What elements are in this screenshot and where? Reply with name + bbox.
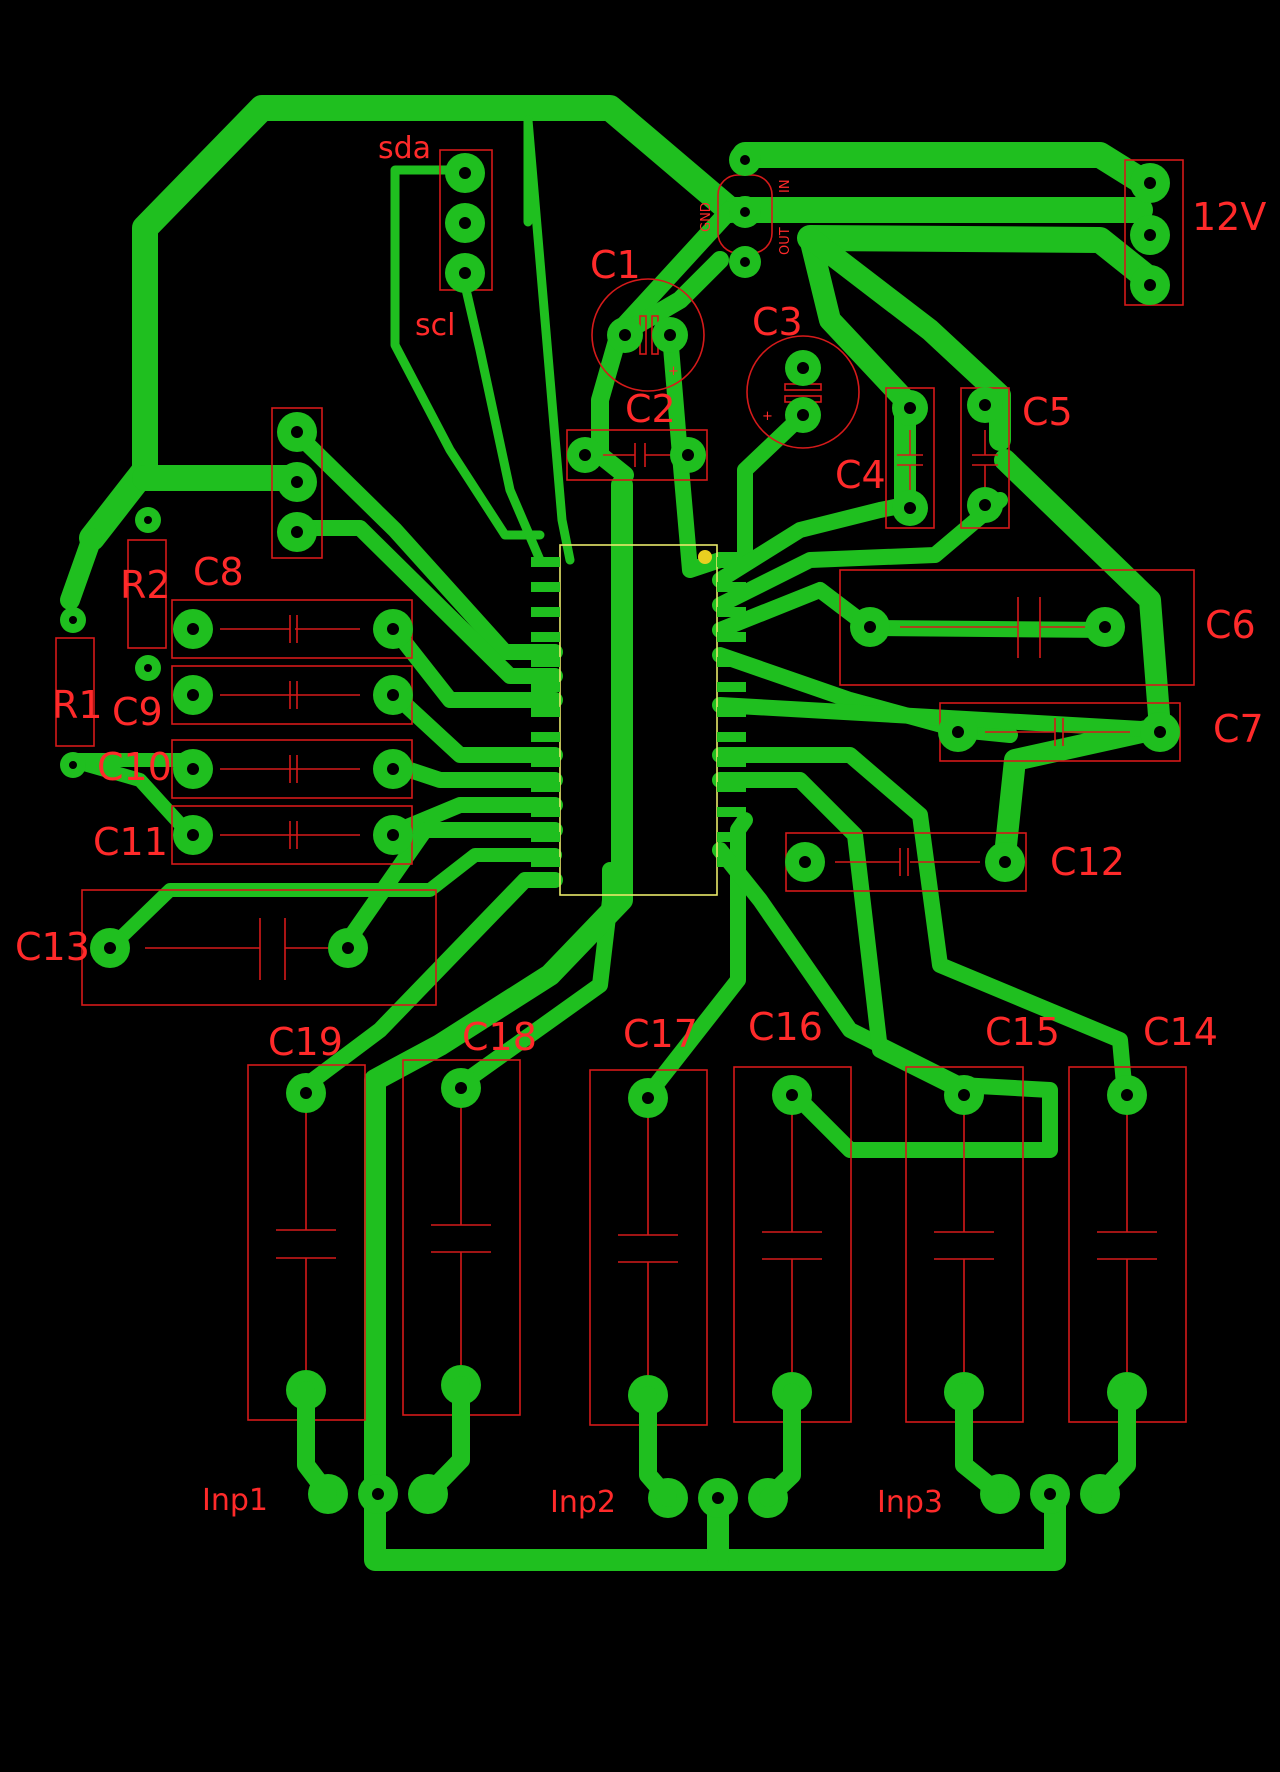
power-connector-outline [1124,159,1184,306]
label-c8: C8 [193,550,244,594]
label-regulator-out: OUT [778,227,793,255]
c1-outline [591,278,705,392]
label-inp1: Inp1 [202,1483,268,1518]
label-regulator-in: IN [778,179,793,193]
label-c19: C19 [268,1020,343,1064]
label-c11: C11 [93,820,168,864]
label-c1: C1 [590,243,641,287]
pads [60,144,1184,1518]
label-c13: C13 [15,925,90,969]
input-traces [297,1376,1136,1507]
main-ic [531,544,746,896]
label-inp3: Inp3 [877,1485,943,1520]
label-c7: C7 [1213,707,1264,751]
label-c5: C5 [1022,390,1073,434]
label-12v: 12V [1192,195,1266,239]
label-scl: scl [415,308,455,343]
left-header-outline [271,407,323,559]
c4-outline [885,387,935,529]
label-c15: C15 [985,1010,1060,1054]
svg-text:+: + [762,409,773,424]
svg-text:+: + [668,364,679,379]
pin1-marker [698,550,712,564]
component-labels: C1 C2 C3 C4 C5 C6 C7 C8 C9 C10 C11 C12 C… [15,131,1266,1520]
label-c4: C4 [835,453,886,497]
label-c17: C17 [623,1012,698,1056]
label-c3: C3 [752,300,803,344]
label-r1: R1 [52,683,103,727]
label-c6: C6 [1205,603,1256,647]
label-c10: C10 [97,745,172,789]
c13-outline [81,889,437,1006]
label-c9: C9 [112,690,163,734]
c3-outline [746,335,860,449]
label-c2: C2 [625,387,676,431]
label-c18: C18 [462,1015,537,1059]
ic-right-pins [717,557,746,867]
label-c14: C14 [1143,1010,1218,1054]
label-c16: C16 [748,1005,823,1049]
r1-outline [55,637,95,747]
ic-left-pins [531,557,560,867]
label-inp2: Inp2 [550,1485,616,1520]
r2-outline [127,539,167,649]
label-r2: R2 [120,563,171,607]
label-c12: C12 [1050,840,1125,884]
label-sda: sda [378,131,431,166]
c6-outline [839,569,1195,686]
label-regulator-gnd: GND [699,202,714,232]
